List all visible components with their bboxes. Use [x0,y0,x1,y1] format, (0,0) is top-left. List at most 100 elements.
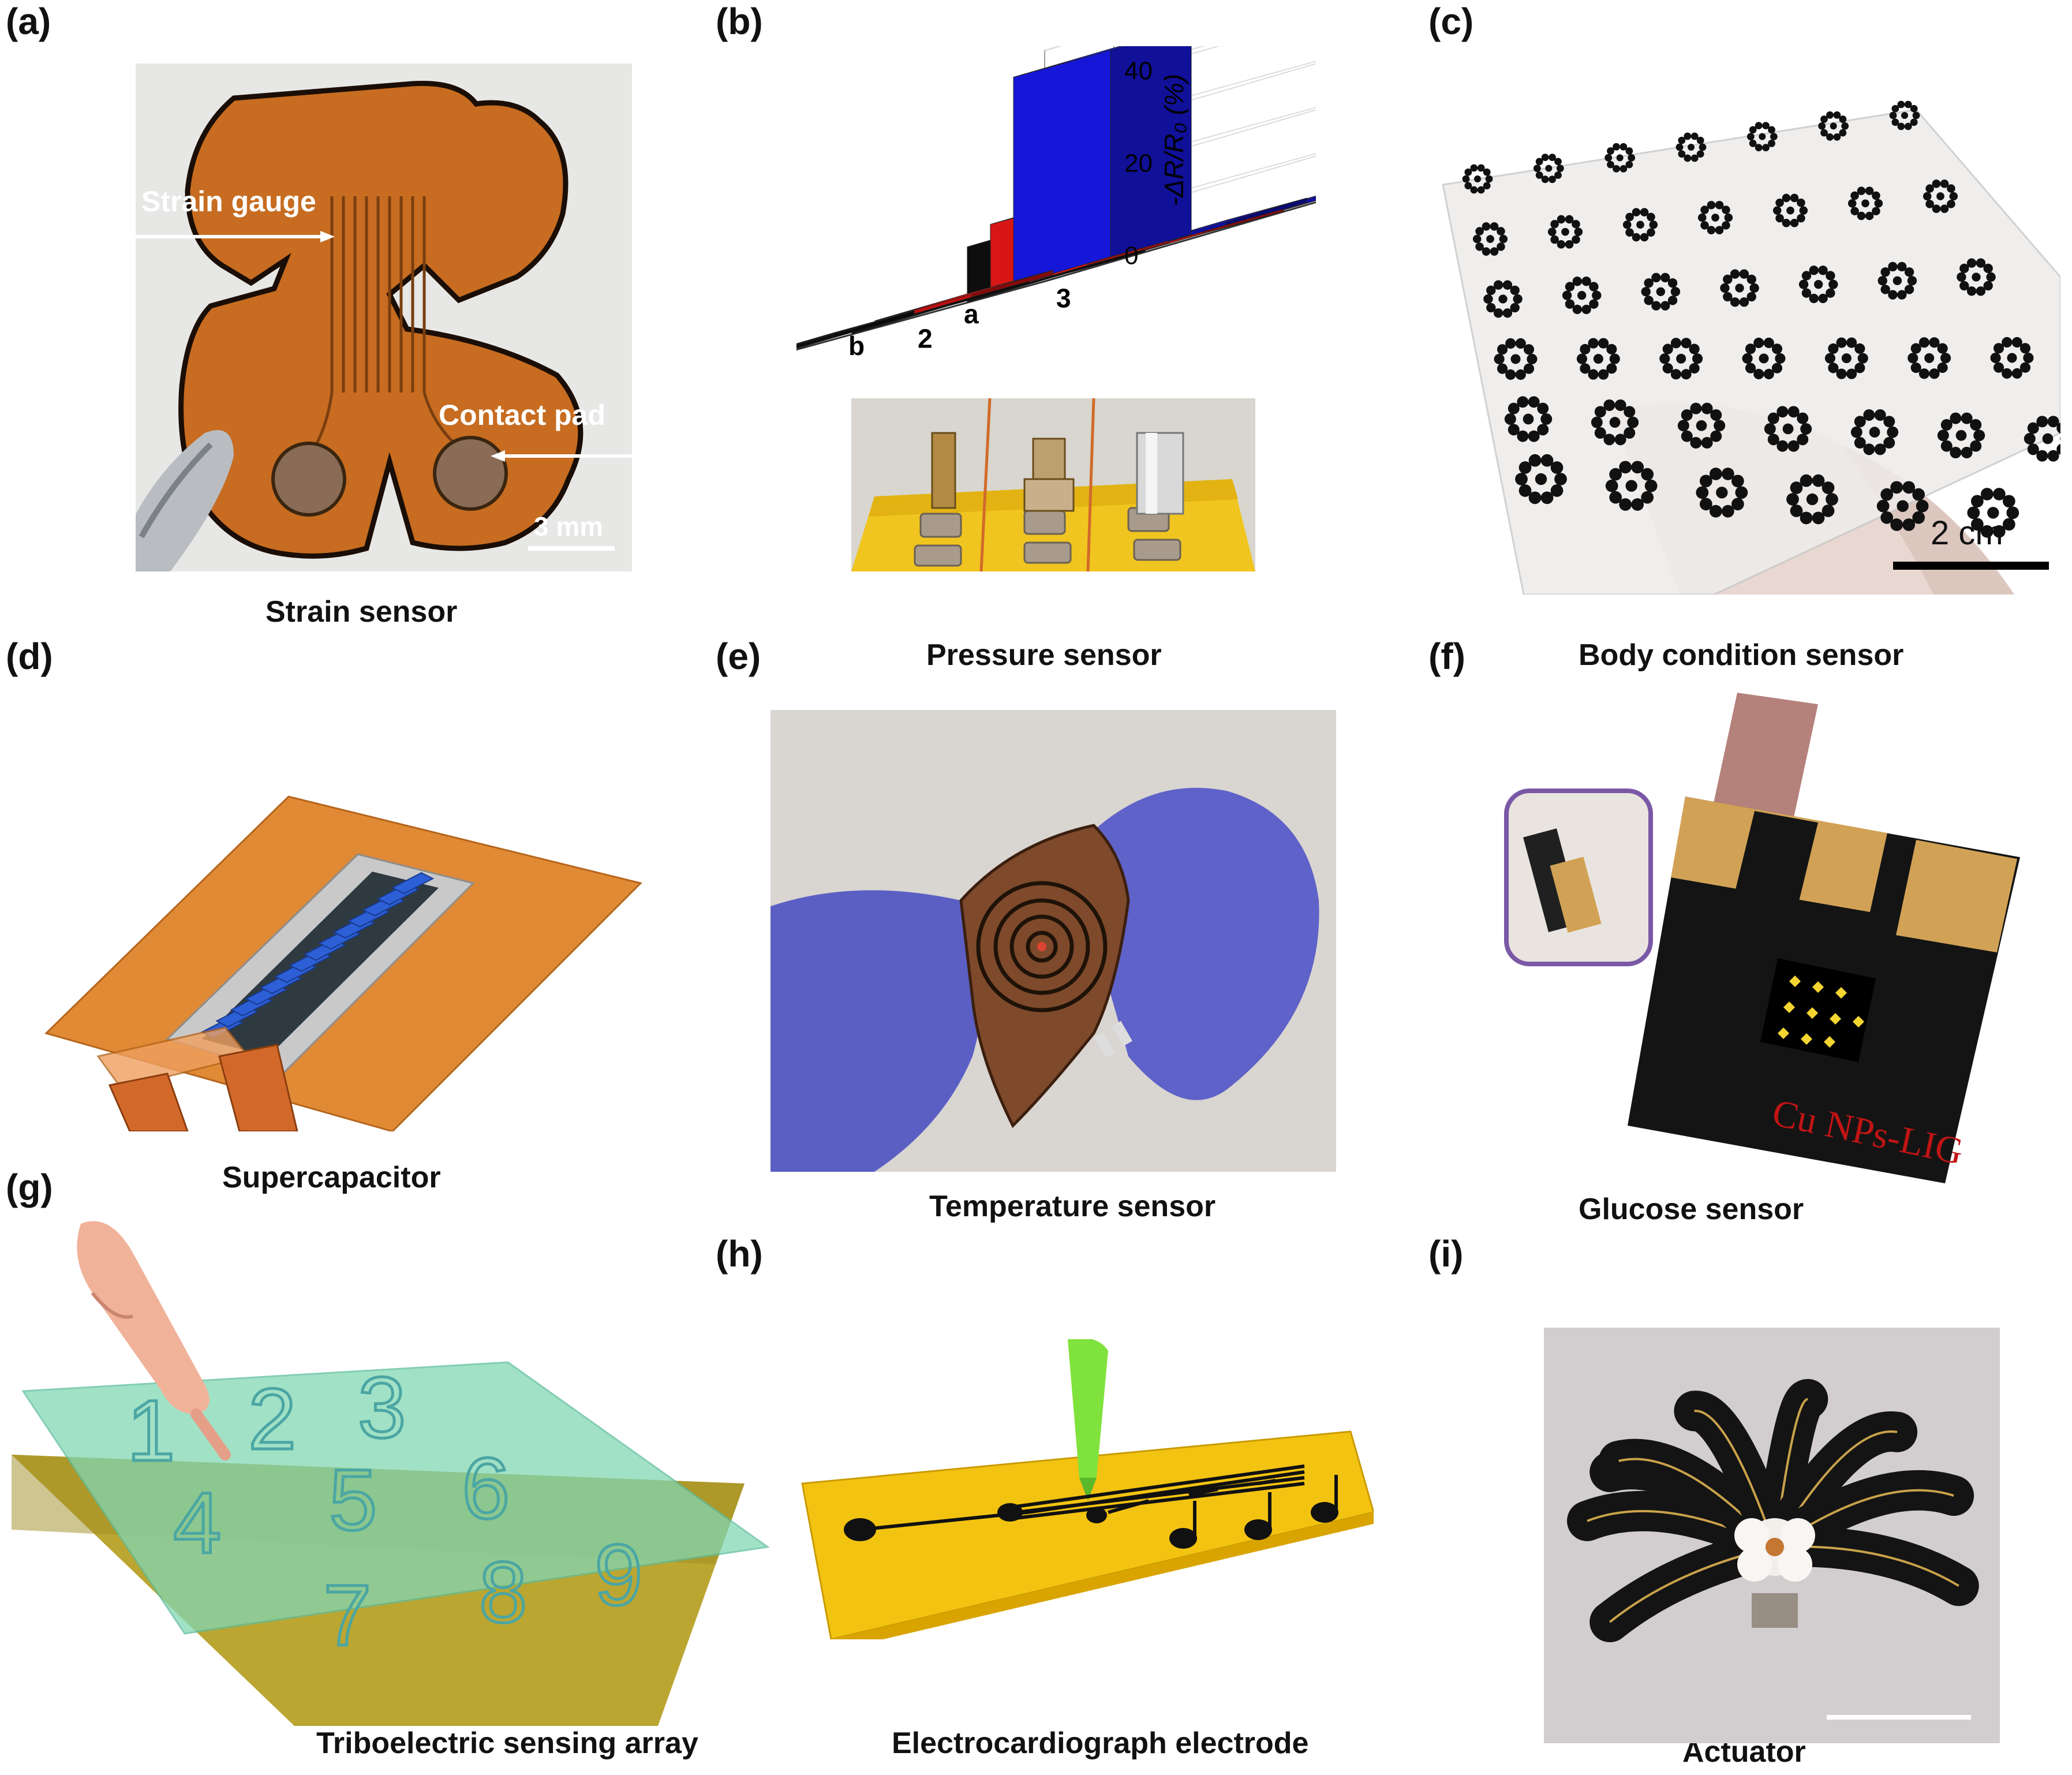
caption-supercapacitor: Supercapacitor [222,1161,441,1194]
digit-electrode-8[interactable]: 8 [478,1542,529,1642]
sensor-rosette [1850,409,1899,455]
nanoparticle-dot [1812,981,1824,993]
sensor-rosette [1877,261,1917,300]
caption-strain-sensor: Strain sensor [265,595,458,629]
sensor-rosette [1483,280,1523,318]
digit-electrode-7[interactable]: 7 [322,1565,373,1665]
panel-label-h: (h) [716,1233,763,1275]
scale-bar-3mm-label: 3 mm [534,511,604,541]
sensor-rosette [1847,186,1883,221]
z-tick-label: 20 [1124,150,1153,178]
nanoparticle-dot [1778,1027,1789,1039]
bar-c-1 [796,310,915,349]
sensor-rosette [1494,338,1538,380]
chart-bars [796,46,1316,349]
strain-sensor-photo [136,63,632,571]
sensor-rosette [1641,272,1681,311]
digit-electrode-4[interactable]: 4 [172,1473,223,1573]
nanoparticle-dot [1835,987,1847,999]
sensor-rosette [1605,461,1658,511]
sensor-rosette [1515,454,1567,505]
strain-gauge-label: Strain gauge [141,185,316,218]
sensor-rosette [1937,412,1985,458]
z-tick-label: 0 [1124,242,1138,270]
supercapacitor-illustration [44,795,642,1131]
nanoparticle-dot [1801,1033,1812,1045]
panel-label-a: (a) [6,1,51,42]
sensor-rosette-array [1462,100,2060,538]
nanoparticle-dot [1783,1002,1795,1013]
body-sensor-sheet-photo [1437,87,2060,595]
sensor-rosette [1659,338,1703,380]
z-tick-label: 40 [1124,57,1153,85]
ecg-electrode-illustration [801,1339,1374,1639]
sensor-rosette [1533,154,1564,184]
sensor-rosette [1472,222,1508,256]
nanoparticle-dot [1807,1007,1818,1019]
panel-label-g: (g) [6,1167,53,1208]
sensor-rosette [1889,100,1920,130]
sensor-rosette [1746,122,1778,152]
caption-triboelectric-array: Triboelectric sensing array [316,1727,698,1760]
nanoparticle-dot [1789,976,1801,987]
glucose-sensor-illustration [1504,693,2020,1183]
digit-electrode-5[interactable]: 5 [328,1450,379,1550]
sensor-rosette [1786,474,1838,525]
sensor-rosette [1622,208,1658,242]
scale-bar-2cm-label: 2 cm [1931,514,2003,552]
sensor-rosette [1696,468,1748,518]
sensor-rosette [1504,396,1553,442]
pressure-sensor-photo [851,398,1255,571]
sensor-rosette [1462,164,1493,194]
sensor-rosette [1720,269,1759,307]
sensor-rosette [1562,276,1602,315]
sensor-rosette [1967,488,2019,538]
caption-body-condition-sensor: Body condition sensor [1579,638,1904,672]
sensor-rosette [1591,399,1639,446]
sensor-rosette [1742,337,1786,380]
copper-nanoparticle-dots [1778,976,1864,1048]
caption-pressure-sensor: Pressure sensor [926,638,1162,672]
sensor-rosette [1605,143,1636,173]
panel-label-i: (i) [1428,1233,1464,1275]
sensor-rosette [1576,338,1620,380]
sensor-rosette [1957,258,1996,296]
sensor-rosette [1818,111,1849,141]
digit-electrode-6[interactable]: 6 [461,1438,511,1538]
panel-label-c: (c) [1428,1,1474,42]
panel-label-f: (f) [1428,636,1465,677]
panel-label-e: (e) [716,636,761,677]
sensor-rosette [2024,416,2060,462]
nanoparticle-dot [1830,1013,1841,1025]
sensor-rosette [1876,481,1929,531]
row-label-b: b [848,331,865,361]
sensor-rosette [1772,193,1808,227]
nanoparticle-dot [1824,1036,1835,1048]
sensor-rosette [1675,132,1707,162]
sensor-rosette [1908,337,1951,379]
col-label-3: 3 [1056,283,1071,313]
sensor-rosette [1824,337,1868,379]
nanoparticle-dot [1853,1016,1864,1027]
digit-electrode-3[interactable]: 3 [357,1358,407,1458]
col-label-2: 2 [918,324,933,354]
sensor-rosette [1990,337,2034,379]
caption-ecg-electrode: Electrocardiograph electrode [892,1727,1309,1760]
sensor-rosette [1697,201,1733,234]
digit-electrode-2[interactable]: 2 [247,1369,298,1469]
z-axis-label: -ΔR/R₀ (%) [1159,74,1189,206]
sensor-rosette [1923,180,1958,213]
actuator-photo [1544,1328,2000,1743]
sensor-rosette [1764,406,1812,452]
digit-electrode-9[interactable]: 9 [593,1525,644,1625]
panel-label-d: (d) [6,636,53,677]
caption-glucose-sensor: Glucose sensor [1579,1193,1804,1226]
panel-label-b: (b) [716,1,763,42]
sensor-rosette [1798,266,1838,304]
caption-temperature-sensor: Temperature sensor [929,1190,1216,1223]
electrode-cell [391,872,435,895]
